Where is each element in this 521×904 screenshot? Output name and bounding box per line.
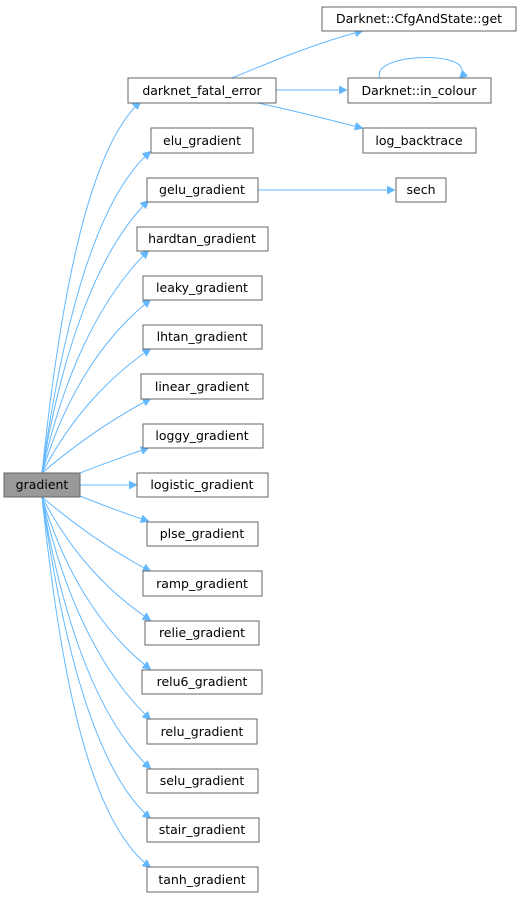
node-relie-gradient-label: relie_gradient — [159, 625, 245, 640]
node-hardtan-gradient-label: hardtan_gradient — [148, 231, 256, 246]
node-relu6-gradient-label: relu6_gradient — [157, 674, 248, 689]
node-lhtan-gradient-label: lhtan_gradient — [157, 329, 248, 344]
node-cfg-get[interactable]: Darknet::CfgAndState::get — [321, 6, 517, 32]
node-leaky-gradient[interactable]: leaky_gradient — [142, 275, 263, 301]
node-gradient[interactable]: gradient — [3, 472, 81, 498]
edge-gradient-ramp — [41, 496, 150, 571]
node-darknet-fatal-error-label: darknet_fatal_error — [142, 83, 262, 98]
node-logistic-gradient[interactable]: logistic_gradient — [136, 472, 269, 498]
edge-gradient-leaky — [41, 300, 150, 474]
node-relu-gradient[interactable]: relu_gradient — [146, 718, 258, 745]
node-ramp-gradient[interactable]: ramp_gradient — [142, 570, 263, 597]
edge-fatal-log-backtrace — [257, 102, 362, 128]
node-sech-label: sech — [407, 182, 436, 197]
edge-gradient-elu — [41, 152, 150, 474]
edge-gradient-hardtan — [41, 251, 148, 474]
edge-gradient-relie — [41, 496, 150, 620]
node-in-colour[interactable]: Darknet::in_colour — [347, 77, 492, 104]
node-logistic-gradient-label: logistic_gradient — [150, 477, 253, 492]
node-cfg-get-label: Darknet::CfgAndState::get — [336, 11, 502, 26]
node-in-colour-label: Darknet::in_colour — [362, 83, 478, 98]
edge-gradient-gelu — [41, 201, 148, 474]
node-stair-gradient[interactable]: stair_gradient — [146, 817, 260, 843]
edge-gradient-loggy — [79, 448, 148, 474]
edge-gradient-stair — [41, 496, 150, 818]
node-relie-gradient[interactable]: relie_gradient — [144, 620, 260, 646]
node-linear-gradient-label: linear_gradient — [155, 379, 249, 394]
edge-gradient-plse — [79, 495, 148, 521]
node-log-backtrace-label: log_backtrace — [375, 133, 463, 148]
node-lhtan-gradient[interactable]: lhtan_gradient — [142, 324, 263, 350]
node-elu-gradient[interactable]: elu_gradient — [150, 127, 254, 154]
node-ramp-gradient-label: ramp_gradient — [156, 576, 248, 591]
node-gradient-label: gradient — [16, 477, 69, 492]
node-plse-gradient[interactable]: plse_gradient — [146, 521, 259, 547]
node-gelu-gradient[interactable]: gelu_gradient — [146, 177, 259, 203]
edge-gradient-tanh — [41, 496, 150, 867]
edge-in-colour-self — [378, 57, 462, 78]
edge-gradient-darknet-fatal-error — [41, 102, 140, 474]
node-log-backtrace[interactable]: log_backtrace — [362, 127, 477, 154]
edge-gradient-relu6 — [41, 496, 150, 669]
node-relu-gradient-label: relu_gradient — [161, 724, 244, 739]
edge-gradient-linear — [41, 399, 150, 474]
edge-gradient-relu — [41, 496, 150, 719]
node-leaky-gradient-label: leaky_gradient — [156, 280, 248, 295]
node-selu-gradient[interactable]: selu_gradient — [146, 768, 259, 794]
node-darknet-fatal-error[interactable]: darknet_fatal_error — [127, 77, 277, 104]
node-loggy-gradient[interactable]: loggy_gradient — [142, 423, 264, 449]
node-stair-gradient-label: stair_gradient — [159, 822, 246, 837]
node-plse-gradient-label: plse_gradient — [160, 526, 245, 541]
node-selu-gradient-label: selu_gradient — [160, 773, 245, 788]
edge-gradient-lhtan — [41, 349, 150, 474]
node-tanh-gradient-label: tanh_gradient — [158, 872, 245, 887]
edges — [41, 31, 462, 867]
node-hardtan-gradient[interactable]: hardtan_gradient — [136, 226, 269, 252]
node-linear-gradient[interactable]: linear_gradient — [140, 373, 264, 400]
node-relu6-gradient[interactable]: relu6_gradient — [141, 669, 263, 695]
edge-gradient-selu — [41, 496, 150, 768]
edge-fatal-cfg-get — [231, 31, 362, 79]
node-elu-gradient-label: elu_gradient — [163, 133, 241, 148]
node-tanh-gradient[interactable]: tanh_gradient — [146, 866, 259, 893]
node-gelu-gradient-label: gelu_gradient — [159, 182, 245, 197]
node-sech[interactable]: sech — [395, 177, 447, 203]
node-loggy-gradient-label: loggy_gradient — [155, 428, 248, 443]
